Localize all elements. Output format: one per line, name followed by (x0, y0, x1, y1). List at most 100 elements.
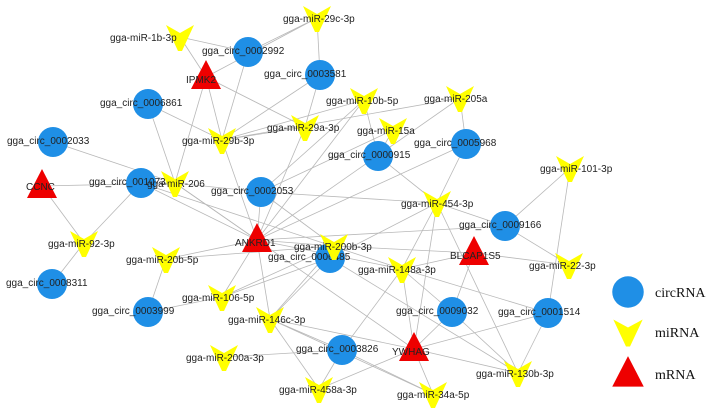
node-label: gga_circ_0009166 (459, 220, 542, 231)
node-label: gga_circ_0009032 (396, 306, 479, 317)
node-c0737: gga_circ_0010737 (89, 168, 172, 198)
edge-m29b-m29a (221, 126, 306, 141)
edge-m200a-c3826 (223, 349, 343, 358)
mrna-node-shape (27, 169, 57, 198)
node-label: gga_circ_0003999 (92, 306, 175, 317)
circrna-node-shape (451, 129, 481, 159)
node-m22: gga-miR-22-3p (529, 253, 596, 279)
legend-mrna-icon (612, 356, 644, 387)
edge-ankrd1-m200b (256, 239, 335, 247)
node-label: gga-miR-15a (357, 126, 415, 137)
circrna-node-shape (133, 89, 163, 119)
edge-m15a-c2053 (260, 129, 394, 193)
edge-m148a-c3826 (341, 268, 403, 351)
node-label: gga-miR-29c-3p (283, 14, 355, 25)
node-label: IPMK2 (186, 75, 216, 86)
node-label: gga-miR-458a-3p (279, 385, 357, 396)
node-ipmk2: IPMK2 (186, 60, 221, 89)
mrna-node-shape (242, 223, 272, 252)
mirna-node-shape (208, 285, 236, 311)
edge-blcap-m200b (333, 245, 475, 254)
node-m148a: gga-miR-148a-3p (358, 257, 436, 283)
node-blcap: BLCAP1S5 (450, 236, 501, 265)
edge-ywhag-m130b (413, 348, 519, 374)
node-m15a: gga-miR-15a (357, 118, 415, 144)
node-m29c: gga-miR-29c-3p (283, 6, 355, 32)
edge-c1514-ywhag (413, 312, 549, 350)
node-m130b: gga-miR-130b-3p (476, 361, 554, 387)
node-m146c: gga-miR-146c-3p (228, 307, 306, 333)
node-label: YWHAG (392, 347, 430, 358)
node-c2053: gga_circ_0002053 (211, 177, 294, 207)
edge-m101-c1514 (547, 167, 571, 314)
node-label: gga-miR-148a-3p (358, 265, 436, 276)
node-m29a: gga-miR-29a-3p (267, 115, 340, 141)
node-m205a: gga-miR-205a (424, 86, 488, 112)
legend-label: circRNA (655, 286, 706, 301)
node-label: gga_circ_0002033 (7, 136, 90, 147)
mirna-node-shape (419, 382, 447, 408)
circrna-node-shape (37, 269, 67, 299)
circrna-node-shape (490, 211, 520, 241)
edge-m29b-m10b (221, 99, 365, 141)
edge-c0737-m148a (140, 182, 403, 270)
edge-m454-c6485 (329, 202, 438, 259)
edge-m205a-ankrd1 (256, 97, 461, 241)
circrna-node-shape (126, 168, 156, 198)
node-label: gga_circ_0002053 (211, 186, 294, 197)
node-label: gga_circ_0001514 (498, 307, 581, 318)
node-m454: gga-miR-454-3p (401, 191, 474, 217)
node-label: gga_circ_0006485 (268, 252, 351, 263)
mirna-node-shape (320, 234, 348, 260)
node-m200b: gga-miR-200b-3p (294, 234, 372, 260)
legend-circrna-icon (612, 276, 644, 308)
edge-c5968-ankrd1 (256, 143, 467, 241)
circrna-node-shape (533, 298, 563, 328)
node-label: gga-miR-29a-3p (267, 123, 340, 134)
mirna-node-shape (423, 191, 451, 217)
mirna-node-shape (152, 247, 180, 273)
mirna-node-shape (208, 128, 236, 154)
node-c1514: gga_circ_0001514 (498, 298, 581, 328)
edge-m20b-m200b (165, 245, 335, 260)
circrna-node-shape (327, 335, 357, 365)
network-nodes: gga_circ_0002992gga_circ_0003581gga_circ… (6, 6, 613, 408)
node-m1b: gga-miR-1b-3p (110, 25, 194, 51)
node-label: gga-miR-34a-5p (397, 390, 470, 401)
edge-m454-m130b (436, 202, 519, 374)
edge-c0737-ankrd1 (140, 182, 258, 241)
node-label: gga-miR-130b-3p (476, 369, 554, 380)
mrna-node-shape (191, 60, 221, 89)
node-label: gga_circ_0003581 (264, 69, 347, 80)
edge-c2053-m454 (260, 191, 438, 204)
edge-c6485-m130b (329, 257, 519, 374)
edge-m29b-m205a (221, 97, 461, 141)
node-m206: gga-miR-206 (147, 171, 205, 197)
edge-blcap-m148a (401, 252, 475, 270)
node-label: gga-miR-101-3p (540, 164, 613, 175)
node-c2033: gga_circ_0002033 (7, 127, 90, 157)
node-label: gga-miR-200a-3p (186, 353, 264, 364)
mirna-node-shape (379, 118, 407, 144)
edge-ankrd1-m20b (165, 239, 258, 260)
edge-c9166-ankrd1 (256, 225, 506, 241)
legend-label: miRNA (655, 326, 700, 341)
mirna-node-shape (350, 88, 378, 114)
node-m34a: gga-miR-34a-5p (397, 382, 470, 408)
mirna-node-shape (388, 257, 416, 283)
node-label: BLCAP1S5 (450, 251, 501, 262)
circrna-node-shape (437, 297, 467, 327)
node-c6861: gga_circ_0006861 (100, 89, 183, 119)
node-label: gga_circ_0000915 (328, 150, 411, 161)
legend-item-circrna: circRNA (612, 276, 706, 308)
node-c5968: gga_circ_0005968 (414, 129, 497, 159)
edge-ywhag-m458a (318, 348, 415, 390)
edge-m146c-ywhag (269, 318, 415, 350)
mirna-node-shape (70, 231, 98, 257)
mirna-node-shape (504, 361, 532, 387)
mirna-node-shape (210, 345, 238, 371)
edge-ipmk2-m206 (174, 76, 207, 184)
edge-c3581-m29b (221, 74, 321, 141)
edge-ipmk2-m29a (205, 76, 306, 128)
